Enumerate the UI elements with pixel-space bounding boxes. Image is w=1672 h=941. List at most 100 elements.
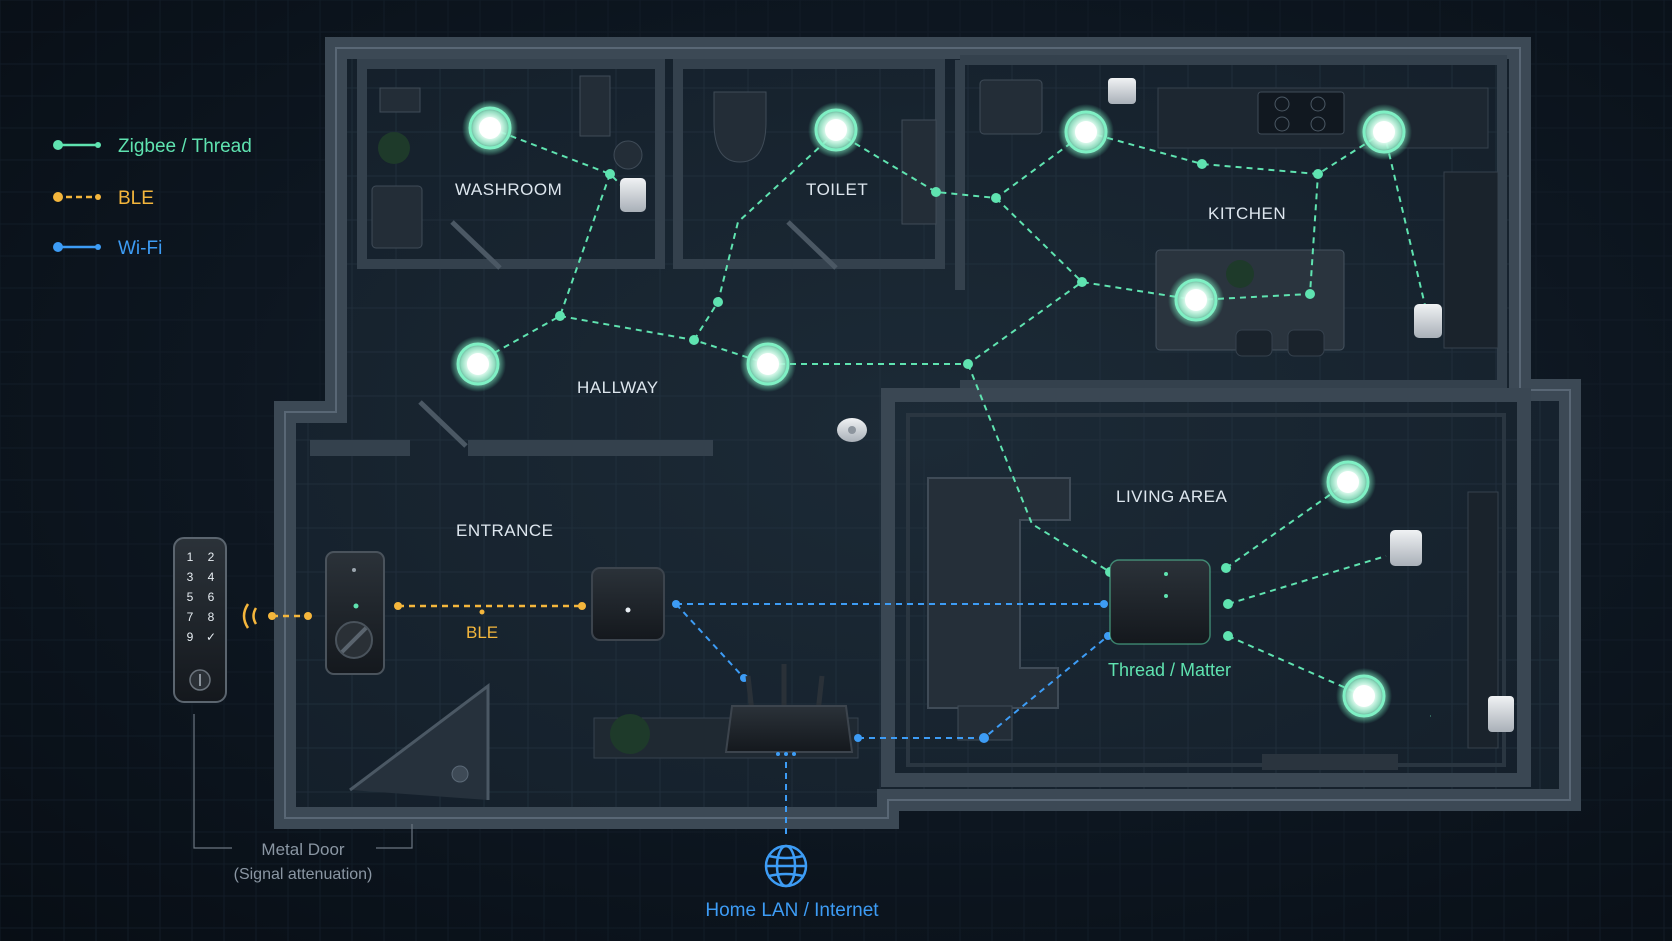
stove-burner [1310,116,1326,132]
keypad-key[interactable]: 4 [208,570,215,584]
globe-icon [764,844,808,888]
smoke-sensor-center [848,426,856,434]
keypad-key[interactable]: 9 [187,630,194,644]
keypad-key[interactable]: 6 [208,590,215,604]
link-living-sensor [1227,555,1387,605]
living-shelf [1262,754,1398,770]
kitchen-sink [979,79,1043,135]
entrance-plant [610,714,650,754]
mesh-node [931,187,941,197]
mesh-node [689,335,699,345]
signal-waves-icon [242,603,258,629]
metal-door-label: Metal Door [261,840,344,859]
wifi-node [672,600,680,608]
toilet-bowl [713,91,767,163]
kitchen-plant [1226,260,1254,288]
room-label-hallway: HALLWAY [577,378,659,397]
mesh-node [1221,563,1231,573]
link-kitchen-top [1085,131,1385,176]
bar-stool [1287,329,1325,357]
washroom-wall [357,59,665,269]
ble-label: BLE [466,623,498,642]
keypad-key[interactable]: 5 [187,590,194,604]
home-lan-label: Home LAN / Internet [705,900,879,921]
smart-lock[interactable] [325,551,385,675]
washroom-plant [378,132,410,164]
room-label-toilet: TOILET [806,180,868,199]
kitchen-stove [1257,91,1345,135]
living-area-wall [881,388,1531,787]
smart-bulbs [450,100,1412,724]
hallway-wall-left [310,440,410,456]
thread-matter-hub[interactable] [1109,559,1211,645]
door-handle [451,765,469,783]
legend-zigbee-label: Zigbee / Thread [118,136,252,157]
mesh-node [1077,277,1087,287]
keypad-key[interactable]: 7 [187,610,194,624]
sensor-living-tv[interactable] [1488,696,1514,732]
stove-burner [1274,96,1290,112]
wifi-link-hub-router [675,603,745,679]
bulb-living-top[interactable] [1320,454,1376,510]
washroom-door [450,220,502,270]
room-label-entrance: ENTRANCE [456,521,554,540]
bulb-washroom[interactable] [462,100,518,156]
ble-node [268,612,276,620]
door-keypad[interactable] [173,537,227,703]
hallway-door [418,400,468,448]
ble-wifi-hub[interactable] [591,567,665,641]
mesh-node [1223,599,1233,609]
sensors [620,78,1514,732]
washroom-sink [371,185,423,249]
mesh-node [1305,289,1315,299]
bulb-living-bottom[interactable] [1336,668,1392,724]
sensor-kitchen-right[interactable] [1414,304,1442,338]
sensor-kitchen-top[interactable] [1108,78,1136,104]
bulb-kitchen-left[interactable] [1058,104,1114,160]
keypad-key[interactable]: 2 [208,550,215,564]
mesh-node [1197,159,1207,169]
mesh-node [605,169,615,179]
washroom-fixture [613,140,643,170]
bulb-hallway-left[interactable] [450,336,506,392]
link-hallway-living [967,363,1111,573]
hallway-wall-right [468,440,713,456]
stove-burner [1310,96,1326,112]
mesh-node [991,193,1001,203]
keypad-key[interactable]: 8 [208,610,215,624]
washroom-cabinet [379,87,421,113]
legend-ble-label: BLE [118,188,154,209]
mesh-node [713,297,723,307]
stove-burner [1274,116,1290,132]
toilet-door [786,220,838,270]
legend: Zigbee / Thread BLE Wi-Fi [53,136,252,259]
mesh-node [963,359,973,369]
keypad-keys: 1 2 3 4 5 6 7 8 9 ✓ [187,550,216,644]
link-toilet-kitchen [835,131,1087,200]
outer-wall-edge [284,47,1571,819]
bulb-toilet[interactable] [808,102,864,158]
room-label-living-area: LIVING AREA [1116,487,1227,506]
thread-matter-label: Thread / Matter [1108,660,1231,680]
ble-node [479,609,485,615]
keypad-key[interactable]: 3 [187,570,194,584]
bulb-kitchen-right[interactable] [1356,104,1412,160]
living-area-inner-wall [906,413,1506,767]
sensor-washroom[interactable] [620,178,646,212]
ble-node [304,612,312,620]
keypad-key[interactable]: ✓ [206,630,216,644]
wifi-node [854,734,862,742]
sensor-living[interactable] [1390,530,1422,566]
legend-zigbee: Zigbee / Thread [53,136,252,157]
legend-wifi: Wi-Fi [53,238,162,259]
wifi-router[interactable] [724,664,854,756]
wifi-node [1100,600,1108,608]
metal-door-bracket [193,714,413,849]
zigbee-nodes [555,159,1432,641]
mesh-node [1223,631,1233,641]
bulb-hallway-right[interactable] [740,336,796,392]
keypad-key[interactable]: 1 [187,550,194,564]
link-washroom-hallway [477,173,611,363]
bulb-kitchen-island[interactable] [1168,272,1224,328]
